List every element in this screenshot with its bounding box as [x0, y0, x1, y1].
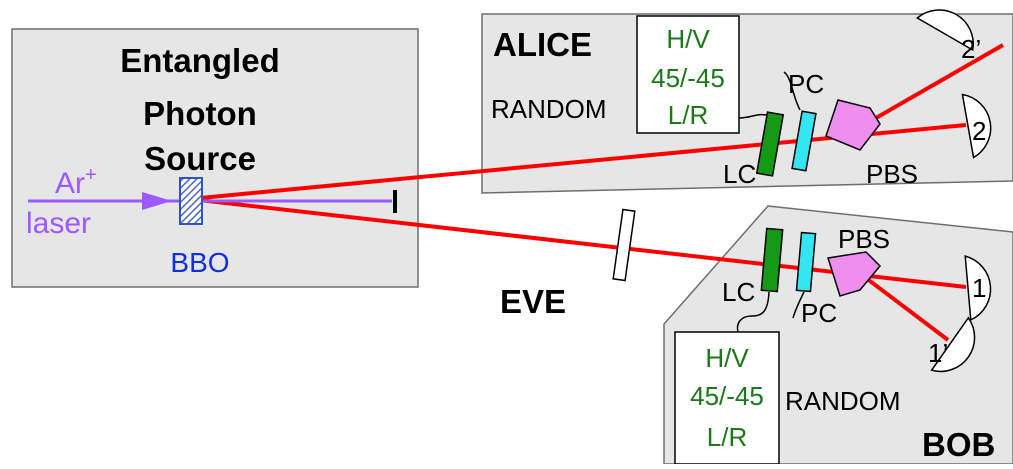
bob-pc: [795, 231, 817, 293]
bob-basis-box: [674, 331, 780, 465]
alice-lc-label: LC: [723, 159, 756, 189]
bob-random-label: RANDOM: [785, 386, 901, 416]
alice-pbs-label: PBS: [866, 159, 918, 189]
bob-pbs: [827, 251, 882, 297]
bob-reflected-beam: [860, 273, 950, 342]
bob-pc-wire: [792, 291, 805, 319]
source-panel: [11, 28, 419, 288]
alice-pbs: [825, 99, 881, 151]
bob-basis-hv: H/V: [705, 343, 749, 373]
alice-random-label: RANDOM: [491, 94, 607, 124]
eve-label: EVE: [500, 283, 566, 320]
bbo-crystal: [179, 177, 203, 225]
alice-basis-45: 45/-45: [651, 63, 725, 93]
alice-detector-2: [961, 93, 992, 159]
alice-reflected-beam: [861, 43, 1004, 128]
alice-lc: [755, 111, 785, 177]
alice-detector-2-label: 2: [972, 116, 986, 146]
alice-basis-box: [636, 15, 740, 134]
laser-label-ar: Ar+: [55, 164, 97, 200]
bob-lc-wire: [736, 291, 770, 333]
alice-pc-wire: [783, 71, 801, 111]
source-title-line-2: Photon: [143, 95, 257, 132]
alice-basis-hv: H/V: [666, 24, 710, 54]
alice-detector-2prime: [915, 9, 974, 52]
bbo-label: BBO: [170, 247, 229, 278]
bob-detector-1-label: 1: [972, 273, 986, 303]
source-title-line-1: Entangled: [120, 42, 280, 79]
bob-basis-lr: L/R: [707, 422, 747, 452]
alice-detector-2prime-label: 2’: [961, 34, 981, 64]
alice-panel: [481, 13, 1013, 194]
bob-detector-1prime-label: 1’: [928, 338, 948, 368]
laser-label-laser: laser: [26, 207, 91, 240]
alice-basis-lr: L/R: [668, 100, 708, 130]
bob-pc-label: PC: [801, 298, 837, 328]
source-title-line-3: Source: [144, 140, 256, 177]
bob-detector-1prime: [930, 316, 976, 373]
eve-interceptor: [612, 208, 636, 282]
pump-laser-arrowhead: [142, 192, 172, 210]
bob-title: BOB: [922, 426, 995, 463]
alice-pc: [791, 110, 817, 172]
alice-title: ALICE: [493, 26, 592, 63]
bob-detector-1: [964, 255, 992, 322]
bob-basis-45: 45/-45: [690, 381, 764, 411]
alice-pc-label: PC: [788, 69, 824, 99]
bob-lc: [760, 227, 784, 293]
bob-pbs-label: PBS: [838, 224, 890, 254]
bob-lc-label: LC: [722, 277, 755, 307]
